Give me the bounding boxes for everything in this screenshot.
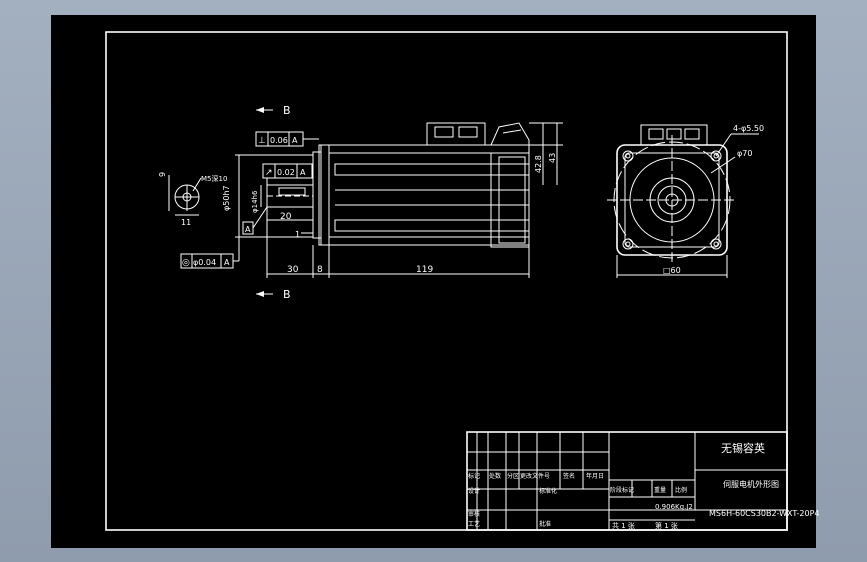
cad-drawing: B B ⊥ 0.06 A [105,31,820,531]
dim-pcd: φ70 [737,149,752,158]
tb-drawing-name: 伺服电机外形图 [723,479,779,489]
fcf-perp-symbol: ⊥ [258,136,266,146]
tb-sheet: 第 1 张 [655,521,678,530]
fcf-perp-value: 0.06 [270,136,288,145]
motor-front-view: 4-φ5.50 φ70 □60 [607,124,764,278]
key-callout: M5深10 [201,174,227,183]
dim-flange-thickness: 8 [317,265,323,275]
tb-col-4: 年月日 [586,472,604,480]
fcf-conc-value: φ0.04 [193,258,216,267]
title-block: 无锡容英 伺服电机外形图 MS6H-60CS30B2-WXT-20P4 0.90… [466,431,820,531]
tb-stage-1: 重量 [654,486,666,494]
tb-col-1: 分区 [507,472,519,480]
dim-connector-a: 42.8 [534,155,543,173]
tb-mass: 0.906Kg.J2 [655,503,693,511]
fcf-conc-datum: A [224,258,230,267]
drawing-viewport[interactable]: B B ⊥ 0.06 A [51,15,820,548]
tb-row-0: 标记 [468,472,480,480]
dim-body-length: 119 [416,265,433,275]
dim-frame-width: □60 [663,266,681,275]
dim-flange-dia: φ50h7 [222,185,231,211]
motor-side-view: B B ⊥ 0.06 A [180,104,563,301]
dim-connector-b: 43 [548,153,557,163]
dim-keyway-depth: 9 [158,172,167,177]
tb-row-3: 工艺 [468,520,480,528]
shaft-end-detail: 9 11 M5深10 [158,172,227,227]
fcf-runout-symbol: ↗ [265,168,273,178]
tb-col-0: 处数 [489,472,501,480]
tb-scale: 共 1 张 [612,521,635,530]
section-mark-top: B [283,104,291,117]
dim-flange-step: 1 [295,230,300,239]
tb-col-2: 更改文件号 [520,472,550,480]
datum-label: A [245,225,251,234]
tb-stage-2: 比例 [675,486,687,494]
tb-row-2: 审核 [468,510,480,518]
fcf-conc-symbol: ◎ [182,258,190,268]
fcf-perp-datum: A [292,136,298,145]
dim-shaft-length: 30 [287,265,299,275]
tb-company: 无锡容英 [721,441,765,455]
dim-hole-callout: 4-φ5.50 [733,124,764,133]
drawing-border [105,31,788,531]
tb-model: MS6H-60CS30B2-WXT-20P4 [709,509,820,518]
fcf-runout-value: 0.02 [277,168,295,177]
section-mark-bottom: B [283,288,291,301]
tb-col-3: 签名 [563,472,575,480]
dim-keyway-width: 11 [181,218,191,227]
fcf-runout-datum: A [300,168,306,177]
dim-key-length: 20 [280,212,292,222]
tb-stage-0: 阶段标记 [610,486,634,494]
tb-std-label: 标准化 [539,487,557,495]
dim-shaft-dia: φ14h6 [251,190,259,213]
tb-row-1: 设计 [468,487,480,495]
tb-approve-label: 批准 [539,520,551,528]
